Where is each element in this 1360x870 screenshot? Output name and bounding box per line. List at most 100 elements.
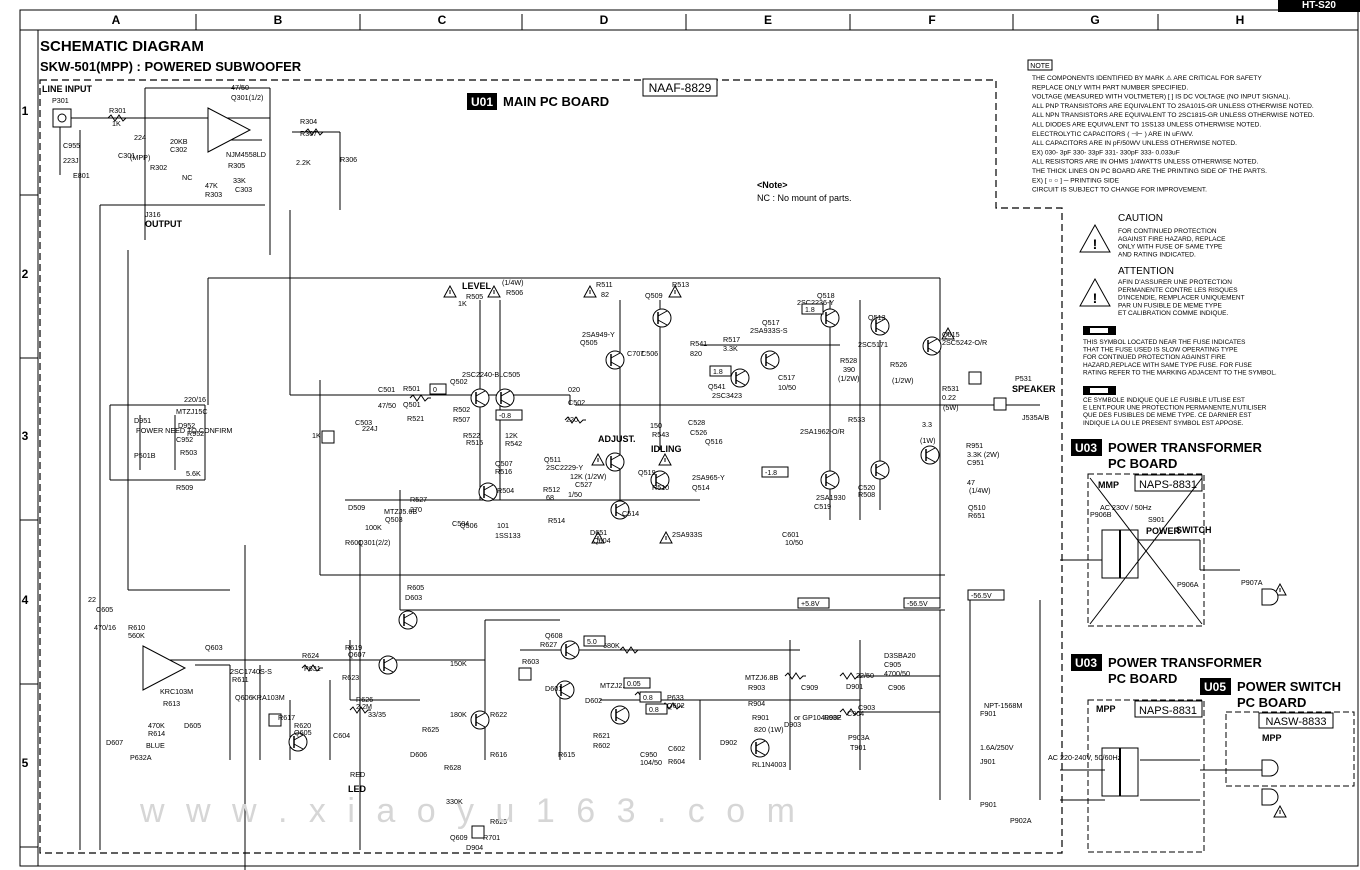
component-label: R543: [652, 430, 669, 439]
component-label: 180K: [450, 710, 467, 719]
main-board-part-box: [642, 78, 718, 97]
component-label: 224: [134, 133, 146, 142]
component-label: C528: [688, 418, 705, 427]
component-label: 2SA1930: [816, 493, 846, 502]
component-label: C519: [814, 502, 831, 511]
resistor-symbol: [564, 416, 586, 424]
component-label: 47: [967, 478, 975, 487]
power-switch-badge: U05: [1204, 680, 1226, 694]
resistor-symbol: [839, 708, 861, 716]
component-label: Q511: [544, 455, 561, 464]
component-label: Q604: [593, 536, 611, 545]
component-label: 2SC5171: [858, 340, 888, 349]
ac-plug-icon: [1261, 788, 1279, 806]
column-label: E: [764, 13, 772, 27]
component-label: R617: [278, 713, 295, 722]
transistor-symbol: [730, 368, 750, 388]
caution-line: ONLY WITH FUSE OF SAME TYPE: [1118, 244, 1223, 251]
component-label: R903: [748, 683, 765, 692]
component-label: 4700/50: [884, 669, 910, 678]
component-label: C505: [503, 370, 520, 379]
component-label: 220/16: [184, 395, 206, 404]
voltage-tags: 0-0.80.8-1.81.81.8+5.8V-56.5V-56.5V5.00.…: [429, 303, 1005, 715]
voltage-tag: 1.8: [805, 307, 815, 314]
component-label: 104/50: [640, 758, 662, 767]
component-label: R503: [180, 448, 197, 457]
component-label: KRC103M: [160, 687, 193, 696]
power-switch-variant: MPP: [1262, 733, 1282, 743]
component-label: R303: [205, 190, 222, 199]
component-label: 1.6A/250V: [980, 743, 1014, 752]
component-label: C517: [778, 373, 795, 382]
fuse-note-line: RATING REFER TO THE MARKING ADJACENT TO …: [1083, 369, 1277, 376]
component-label: R511: [596, 280, 613, 289]
component-label: 101: [497, 521, 509, 530]
component-label: 1/50: [568, 490, 582, 499]
safety-warning-icon: [941, 326, 955, 340]
voltage-tag: 0.8: [643, 695, 653, 702]
component-label: 22: [88, 595, 96, 604]
attention-line: PERMANENTE CONTRE LES RISQUES: [1118, 287, 1238, 294]
component-label: R603: [522, 657, 539, 666]
component-label: R509: [176, 483, 193, 492]
component-label: P301: [52, 96, 69, 105]
voltage-tag: -56.5V: [971, 593, 992, 600]
component-label: 2SC5242-O/R: [942, 338, 987, 347]
component-label: S901: [1148, 515, 1165, 524]
corner-tag: HT-S20: [1278, 0, 1360, 12]
component-label: P906A: [1177, 580, 1199, 589]
component-label: 390: [843, 365, 855, 374]
transformer-board-1: U03 POWER TRANSFORMER PC BOARD NAPS-8831…: [1071, 439, 1262, 627]
row-label: 5: [22, 756, 29, 770]
fuse-note-line: FOR CONTINUED PROTECTION AGAINST FIRE: [1083, 354, 1226, 361]
component-label: D607: [106, 738, 123, 747]
component-label: C707: [627, 349, 644, 358]
component-label: C303: [235, 185, 252, 194]
note-list: THE COMPONENTS IDENTIFIED BY MARK ⚠ ARE …: [1032, 74, 1315, 194]
transistor-symbol: [820, 470, 840, 490]
safety-warning-icon: [487, 284, 501, 298]
component-label: D602: [585, 696, 602, 705]
resistor-symbol: [661, 702, 683, 710]
transformer2-title-1: POWER TRANSFORMER: [1108, 655, 1262, 670]
component-label: R531: [942, 384, 959, 393]
transformer2-title-2: PC BOARD: [1108, 671, 1177, 686]
component-label: R508: [858, 490, 875, 499]
ac-plug-icon: [1261, 588, 1279, 606]
op-amp-symbol: [142, 645, 187, 691]
component-label: R507: [453, 415, 470, 424]
component-label: R629: [490, 817, 507, 826]
component-label: R901: [752, 713, 769, 722]
component-label: R622: [490, 710, 507, 719]
attention-line: ET CALIBRATION COMME INDIQUE.: [1118, 310, 1228, 317]
component-label: R627: [540, 640, 557, 649]
component-label: 2SA965-Y: [692, 473, 725, 482]
resistor-symbol: [301, 664, 323, 672]
safety-warning-icon: [658, 452, 672, 466]
component-label: (1W): [920, 436, 936, 445]
component-label: P906B: [1090, 510, 1112, 519]
transformer1-title-1: POWER TRANSFORMER: [1108, 440, 1262, 455]
component-label: C527: [575, 480, 592, 489]
component-label: 224J: [362, 424, 378, 433]
component-label: R504: [497, 486, 514, 495]
transformer1-title-2: PC BOARD: [1108, 456, 1177, 471]
component-label: 470/16: [94, 623, 116, 632]
fuse-note-fr-line: INDIQUE LA OU LE PRESENT SYMBOL EST APPO…: [1083, 420, 1244, 427]
component-label: 2SA933S-S: [750, 326, 788, 335]
component-label: C502: [568, 398, 585, 407]
transistor-symbol: [398, 610, 418, 630]
component-label: 68: [546, 493, 554, 502]
component-label: Q607: [348, 650, 366, 659]
slow-fuse-icon-fr: [1083, 386, 1116, 395]
component-label: Q501: [403, 400, 421, 409]
component-label: 150K: [450, 659, 467, 668]
power-switch-title-1: POWER SWITCH: [1237, 679, 1341, 694]
component-label: P633: [667, 693, 684, 702]
transformer1-part: NAPS-8831: [1139, 479, 1197, 491]
component-label: Q515: [942, 330, 960, 339]
component-label: R601: [345, 538, 362, 547]
resistor-symbol: [349, 706, 371, 714]
voltage-tag: -0.8: [499, 413, 511, 420]
component-label: C602: [668, 744, 685, 753]
